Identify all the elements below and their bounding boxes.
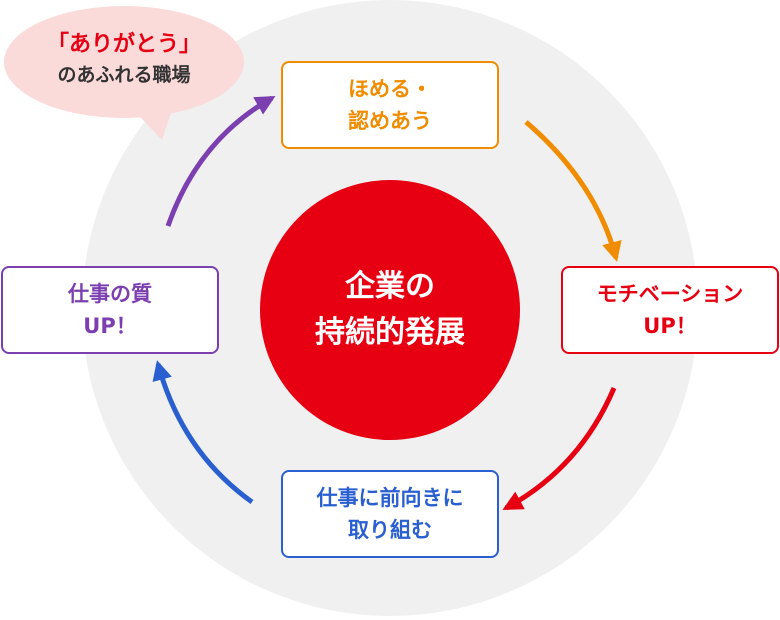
step-box-quality: 仕事の質 UP！ — [1, 266, 219, 354]
step-left-line-1: 仕事の質 — [68, 282, 152, 306]
step-box-engagement: 仕事に前向きに 取り組む — [281, 470, 499, 558]
center-line-2: 持続的発展 — [315, 315, 465, 350]
step-left-line-2: UP！ — [83, 314, 137, 338]
speech-bubble-text: 「ありがとう」 のあふれる職場 — [8, 30, 240, 90]
speech-bubble-shape — [4, 6, 244, 140]
bubble-line-1: 「ありがとう」 — [46, 32, 201, 57]
center-circle: 企業の 持続的発展 — [260, 180, 520, 440]
arrow-top-to-right — [524, 120, 622, 262]
step-box-motivation: モチベーション UP！ — [561, 266, 779, 354]
step-box-praise: ほめる・ 認めあう — [281, 61, 499, 149]
step-bottom-line-1: 仕事に前向きに — [316, 486, 464, 510]
arrow-right-to-bottom — [502, 387, 617, 511]
arrow-left-to-top — [165, 95, 276, 227]
center-line-1: 企業の — [345, 269, 435, 304]
step-top-line-2: 認めあう — [348, 109, 432, 133]
arrow-bottom-to-left — [152, 360, 254, 505]
step-right-line-2: UP！ — [643, 314, 697, 338]
step-right-line-1: モチベーション — [596, 282, 744, 306]
step-top-line-1: ほめる・ — [348, 77, 432, 101]
step-bottom-line-2: 取り組む — [348, 518, 432, 542]
bubble-line-2: のあふれる職場 — [57, 64, 191, 86]
